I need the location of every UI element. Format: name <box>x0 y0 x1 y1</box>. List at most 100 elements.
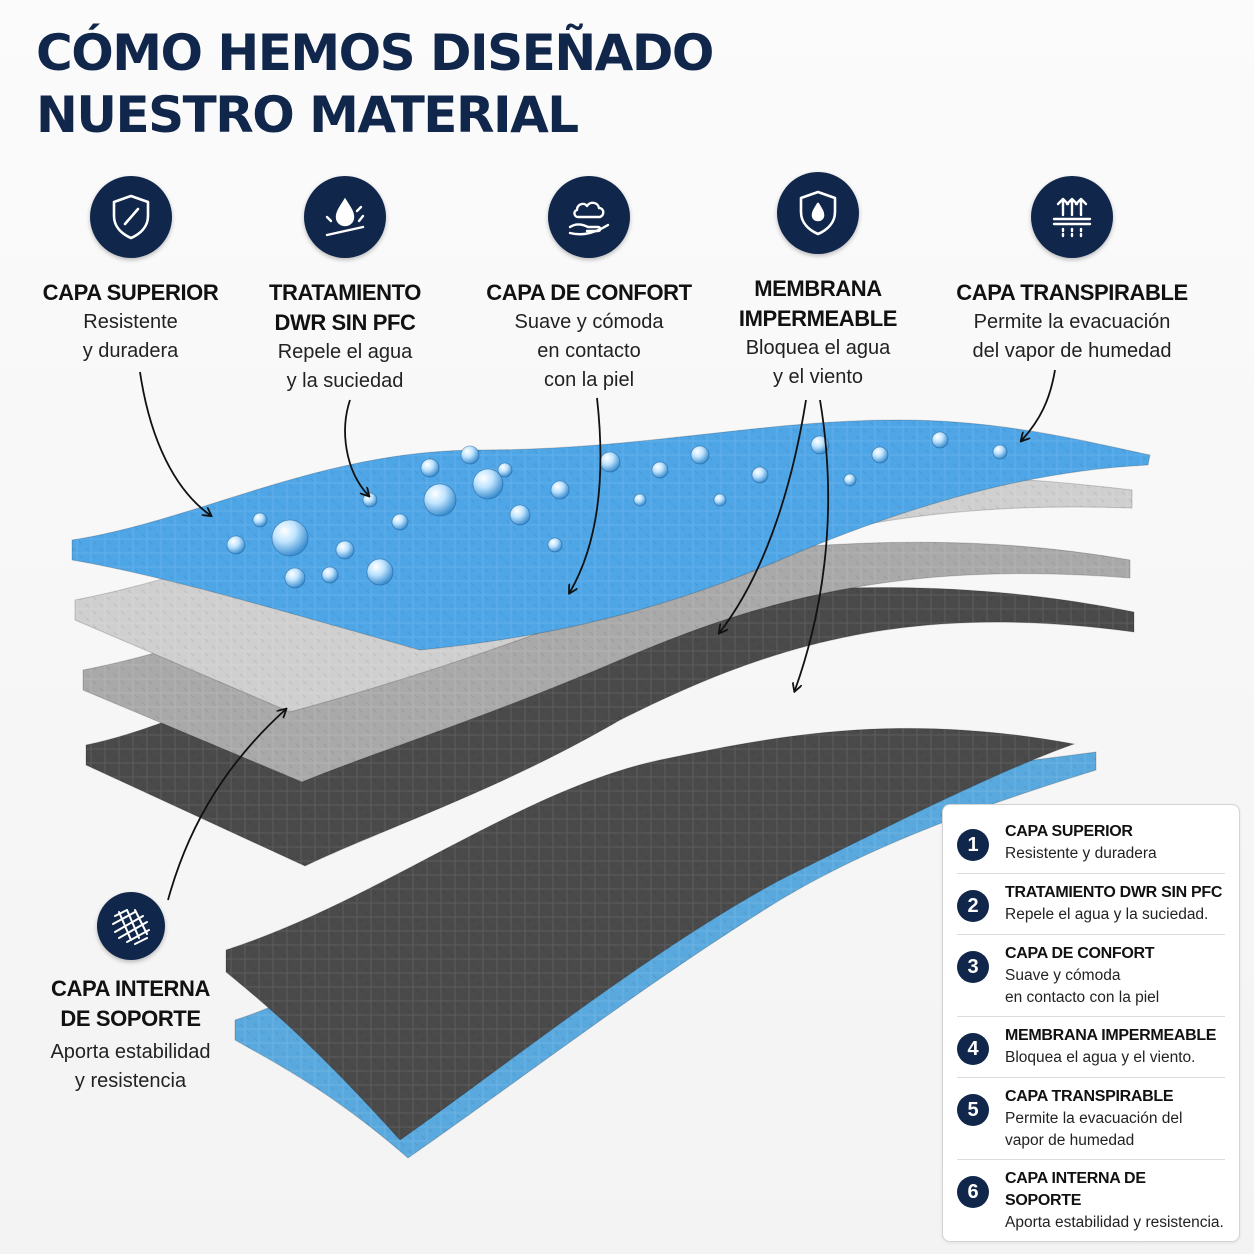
feature-desc: y el viento <box>772 366 864 388</box>
feature-title: CAPA DE CONFORT <box>486 280 692 305</box>
legend-desc: Resistente y duradera <box>1005 845 1157 862</box>
water-droplet <box>321 566 339 584</box>
legend-title: CAPA DE CONFORT <box>1005 945 1155 962</box>
feature-desc: Bloquea el agua <box>745 337 891 359</box>
water-droplet <box>366 558 394 586</box>
water-drop-repel-icon <box>304 176 386 258</box>
callout-arrow <box>167 710 285 901</box>
feature-capa-transpirable: CAPA TRANSPIRABLE Permite la evacuación … <box>952 176 1192 366</box>
water-droplet <box>713 493 727 507</box>
water-droplet <box>391 513 409 531</box>
feature-title: DWR SIN PFC <box>274 310 416 335</box>
legend-panel: 1 CAPA SUPERIOR Resistente y duradera 2 … <box>942 804 1240 1242</box>
water-droplet <box>550 480 570 500</box>
legend-number: 6 <box>957 1176 989 1208</box>
callout-arrow <box>795 399 830 690</box>
legend-desc: Permite la evacuación del <box>1005 1110 1183 1127</box>
water-droplet <box>871 446 889 464</box>
support-desc: y resistencia <box>74 1070 187 1092</box>
legend-desc: Suave y cómoda <box>1005 967 1121 984</box>
water-droplet <box>992 444 1008 460</box>
shield-icon <box>89 176 172 258</box>
legend-number: 3 <box>957 951 989 983</box>
water-droplet <box>472 468 504 500</box>
feature-capa-confort: CAPA DE CONFORT Suave y cómoda en contac… <box>478 176 700 395</box>
water-droplet <box>509 504 531 526</box>
feature-desc: con la piel <box>543 369 635 391</box>
legend-number: 4 <box>957 1033 989 1065</box>
legend-item: 4 MEMBRANA IMPERMEABLE Bloquea el agua y… <box>957 1017 1225 1078</box>
feature-capa-superior: CAPA SUPERIOR Resistente y duradera <box>28 176 233 366</box>
legend-number: 1 <box>957 829 989 861</box>
feature-desc: en contacto <box>537 340 641 362</box>
feature-desc: Repele el agua <box>277 341 413 363</box>
callout-arrow <box>720 399 807 632</box>
feature-desc: Permite la evacuación <box>973 311 1171 333</box>
water-droplet <box>423 483 457 517</box>
legend-desc: en contacto con la piel <box>1005 989 1160 1006</box>
feature-title: IMPERMEABLE <box>738 306 898 331</box>
legend-title: CAPA TRANSPIRABLE <box>1005 1088 1174 1105</box>
water-droplet <box>252 512 268 528</box>
feature-desc: Suave y cómoda <box>514 311 664 333</box>
callout-arrow <box>139 371 210 515</box>
legend-desc: Repele el agua y la suciedad. <box>1005 906 1209 923</box>
top-blue-layer-texture <box>72 420 1150 650</box>
feature-capa-interna-soporte: CAPA INTERNA DE SOPORTE Aporta estabilid… <box>28 892 233 1096</box>
legend-title: CAPA INTERNA DE SOPORTE <box>1005 1170 1146 1209</box>
legend-desc: vapor de humedad <box>1005 1132 1135 1149</box>
legend-item: 1 CAPA SUPERIOR Resistente y duradera <box>957 813 1225 874</box>
legend-desc: Bloquea el agua y el viento. <box>1005 1049 1196 1066</box>
legend-item: 2 TRATAMIENTO DWR SIN PFC Repele el agua… <box>957 874 1225 935</box>
support-title: DE SOPORTE <box>60 1006 201 1031</box>
breathable-arrows-icon <box>1031 176 1113 258</box>
feature-membrana-impermeable: MEMBRANA IMPERMEABLE Bloquea el agua y e… <box>718 172 918 392</box>
mesh-icon <box>96 892 165 960</box>
bottom-dark-layer-texture <box>226 728 1074 1140</box>
water-droplet <box>690 445 710 465</box>
legend-number: 2 <box>957 890 989 922</box>
legend-item: 3 CAPA DE CONFORT Suave y cómoda en cont… <box>957 935 1225 1017</box>
water-droplet <box>547 537 563 553</box>
water-droplet <box>633 493 647 507</box>
water-droplet <box>751 466 769 484</box>
legend-desc: Aporta estabilidad y resistencia. <box>1005 1214 1224 1231</box>
feature-desc: Resistente <box>83 311 178 333</box>
cloud-hand-icon <box>548 176 630 258</box>
legend-number: 5 <box>957 1094 989 1126</box>
support-title: CAPA INTERNA <box>51 976 210 1001</box>
legend-title: MEMBRANA IMPERMEABLE <box>1005 1027 1217 1044</box>
callout-arrow <box>570 397 602 592</box>
title-line-2: NUESTRO MATERIAL <box>36 86 579 144</box>
feature-desc: y duradera <box>82 340 179 362</box>
legend-item: 5 CAPA TRANSPIRABLE Permite la evacuació… <box>957 1078 1225 1160</box>
feature-tratamiento-dwr: TRATAMIENTO DWR SIN PFC Repele el agua y… <box>245 176 445 396</box>
legend-title: CAPA SUPERIOR <box>1005 823 1133 840</box>
callout-arrow <box>344 399 368 495</box>
feature-desc: y la suciedad <box>286 370 404 392</box>
support-desc: Aporta estabilidad <box>50 1041 211 1063</box>
water-droplet <box>599 451 621 473</box>
feature-title: CAPA TRANSPIRABLE <box>956 280 1188 305</box>
title-line-1: CÓMO HEMOS DISEÑADO <box>36 24 714 82</box>
water-droplet <box>843 473 857 487</box>
water-droplet <box>460 445 480 465</box>
legend-title: TRATAMIENTO DWR SIN PFC <box>1005 884 1223 901</box>
feature-title: CAPA SUPERIOR <box>42 280 219 305</box>
water-droplet <box>335 540 355 560</box>
water-droplet <box>362 492 378 508</box>
shield-drop-icon <box>777 172 859 254</box>
water-droplet <box>420 458 440 478</box>
water-droplet <box>497 462 513 478</box>
feature-title: TRATAMIENTO <box>268 280 422 305</box>
feature-title: MEMBRANA <box>754 276 882 301</box>
water-droplet <box>651 461 669 479</box>
water-droplet <box>284 567 306 589</box>
water-droplet <box>931 431 949 449</box>
legend-item: 6 CAPA INTERNA DE SOPORTE Aporta estabil… <box>957 1160 1225 1241</box>
callout-arrow <box>1022 369 1056 440</box>
water-droplet <box>271 519 309 557</box>
water-droplet <box>226 535 246 555</box>
feature-desc: del vapor de humedad <box>972 340 1172 362</box>
